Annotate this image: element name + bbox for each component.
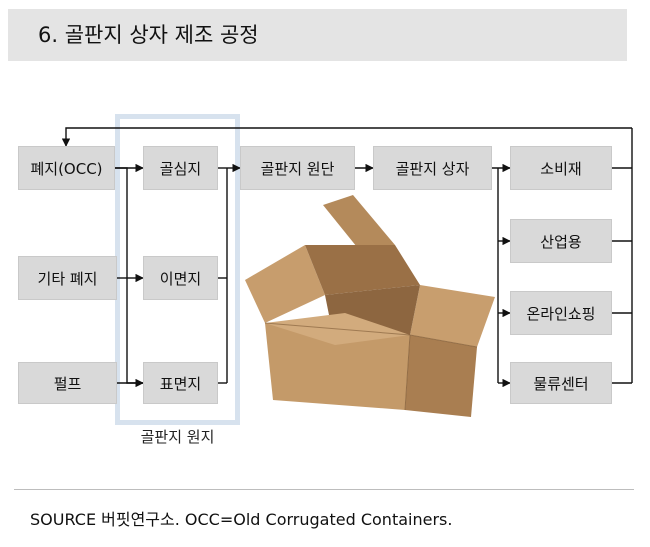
- node-consumer-goods: 소비재: [510, 146, 612, 190]
- node-other-waste: 기타 폐지: [18, 256, 117, 300]
- base-paper-group-frame: [115, 114, 240, 425]
- node-liner-back: 이면지: [143, 256, 218, 300]
- node-logistics-center: 물류센터: [510, 362, 612, 404]
- node-corrugated-sheet: 골판지 원단: [240, 146, 355, 190]
- node-waste-occ: 폐지(OCC): [18, 146, 115, 190]
- source-note: SOURCE 버핏연구소. OCC=Old Corrugated Contain…: [30, 510, 453, 529]
- page-title: 6. 골판지 상자 제조 공정: [38, 23, 259, 47]
- cardboard-box-photo: [245, 195, 495, 417]
- arrow-recycle-return: [61, 127, 632, 147]
- footer-divider: [14, 489, 634, 490]
- node-corrugating-medium: 골심지: [143, 146, 218, 190]
- node-industrial: 산업용: [510, 219, 612, 263]
- line-occ-branch: [115, 167, 143, 384]
- title-bar: 6. 골판지 상자 제조 공정: [8, 9, 627, 61]
- base-paper-group-label: 골판지 원지: [140, 428, 215, 446]
- node-corrugated-box: 골판지 상자: [373, 146, 492, 190]
- node-online-shopping: 온라인쇼핑: [510, 291, 612, 335]
- node-liner-front: 표면지: [143, 362, 218, 404]
- node-pulp: 펄프: [18, 362, 117, 404]
